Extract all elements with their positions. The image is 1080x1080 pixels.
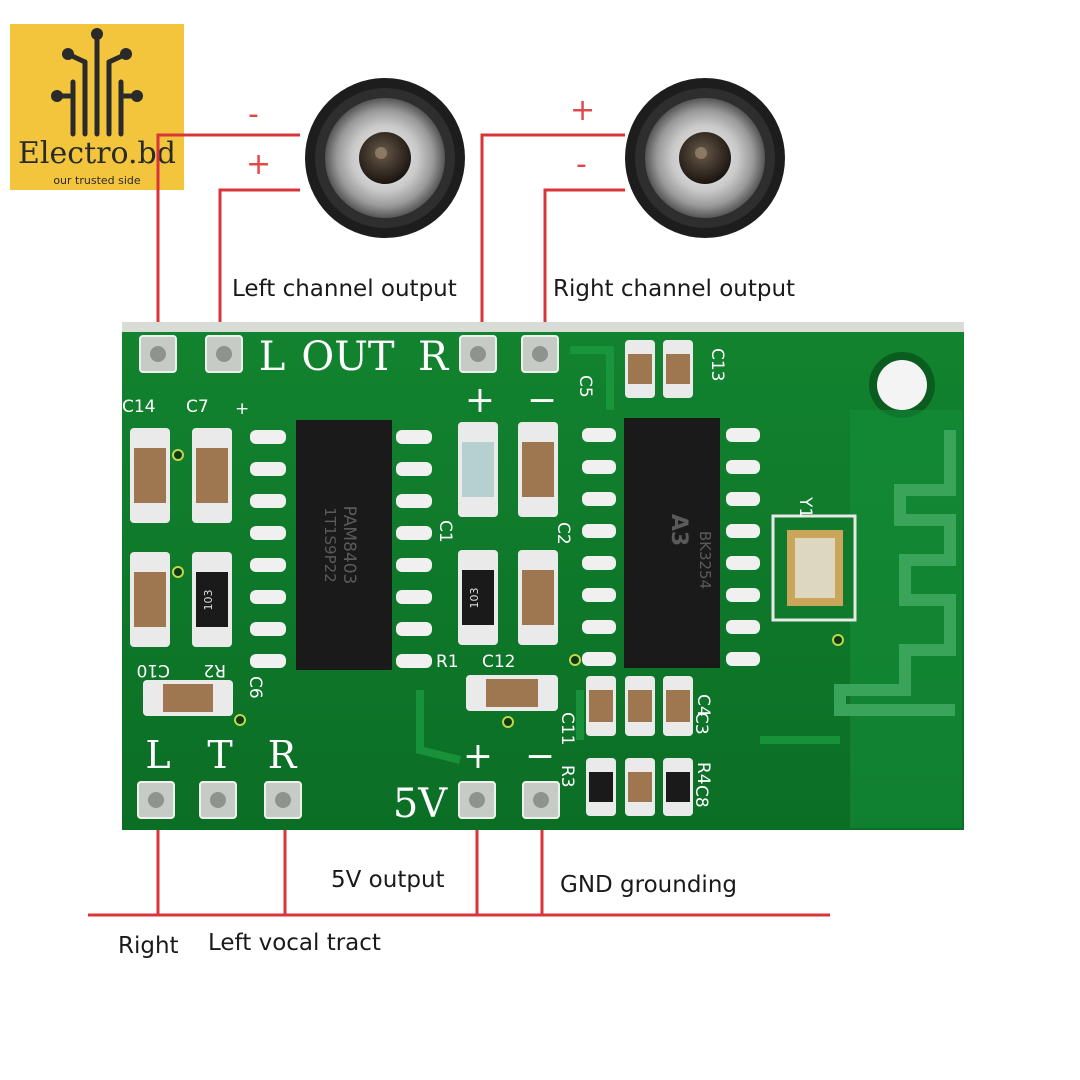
ref-c7-plus: + bbox=[235, 399, 249, 419]
antenna-trace bbox=[834, 430, 956, 716]
left-vocal-tract-label: Left vocal tract bbox=[208, 930, 381, 956]
ref-c2: C2 bbox=[553, 522, 573, 545]
circuit-tree-icon bbox=[51, 28, 143, 137]
silk-out-r: R bbox=[418, 334, 450, 380]
mounting-hole bbox=[877, 360, 927, 410]
ref-c8: C8 bbox=[691, 785, 711, 808]
silk-out-plus: + bbox=[465, 380, 495, 421]
ref-c5: C5 bbox=[575, 375, 595, 398]
silk-out-l: L bbox=[259, 334, 286, 380]
silk-power-minus: − bbox=[525, 736, 555, 777]
ref-c6: C6 bbox=[245, 676, 265, 699]
right-speaker-plus-sign: + bbox=[570, 93, 596, 128]
ref-c7: C7 bbox=[186, 397, 209, 417]
right-speaker-icon bbox=[625, 78, 785, 238]
resistor-marking: 103 bbox=[202, 590, 215, 611]
smd-components: 103 103 bbox=[130, 340, 693, 816]
ref-r2: R2 bbox=[203, 660, 226, 680]
silk-in-t: T bbox=[207, 733, 232, 777]
logo-tagline: our trusted side bbox=[53, 174, 141, 187]
right-input-label: Right bbox=[118, 933, 179, 959]
silk-out: OUT bbox=[301, 334, 395, 380]
five-v-output-label: 5V output bbox=[331, 867, 445, 893]
ref-r4: R4 bbox=[693, 762, 713, 785]
silk-out-minus: − bbox=[527, 380, 557, 421]
right-speaker-minus-sign: - bbox=[576, 147, 587, 182]
chip-left-line2: 1T1S9P22 bbox=[321, 507, 339, 582]
crystal-oscillator bbox=[771, 514, 857, 622]
ref-c11: C11 bbox=[557, 712, 577, 746]
gnd-grounding-label: GND grounding bbox=[560, 872, 737, 898]
silk-5v: 5V bbox=[393, 781, 448, 827]
silk-in-r: R bbox=[268, 733, 298, 777]
amplifier-chip: PAM8403 1T1S9P22 bbox=[250, 420, 432, 670]
chip-right-line2: BK3254 bbox=[696, 531, 714, 589]
ref-c13: C13 bbox=[707, 348, 727, 382]
left-speaker-icon bbox=[305, 78, 465, 238]
right-channel-output-label: Right channel output bbox=[553, 276, 796, 302]
ref-c1: C1 bbox=[435, 520, 455, 543]
ref-c4: C4 bbox=[693, 694, 713, 717]
ref-r3: R3 bbox=[557, 765, 577, 788]
left-speaker-minus-sign: - bbox=[248, 97, 259, 132]
logo-name: Electro.bd bbox=[18, 136, 176, 171]
ref-c3: C3 bbox=[691, 712, 711, 735]
ref-r1: R1 bbox=[436, 652, 459, 672]
chip-left-line1: PAM8403 bbox=[339, 506, 359, 585]
silk-in-l: L bbox=[145, 733, 170, 777]
left-speaker-plus-sign: + bbox=[246, 147, 272, 182]
pcb-board: PAM8403 1T1S9P22 A3 BK3254 bbox=[122, 322, 964, 830]
chip-right-line1: A3 bbox=[666, 514, 691, 546]
ref-c14: C14 bbox=[122, 397, 156, 417]
ref-c10: C10 bbox=[136, 660, 170, 680]
resistor-marking: 103 bbox=[468, 588, 481, 609]
logo: Electro.bd our trusted side bbox=[10, 24, 184, 190]
bluetooth-chip: A3 BK3254 bbox=[582, 418, 760, 668]
ref-c12: C12 bbox=[482, 652, 516, 672]
silk-power-plus: + bbox=[463, 736, 493, 777]
left-channel-output-label: Left channel output bbox=[232, 276, 457, 302]
ref-y1: Y1 bbox=[795, 496, 815, 518]
wires bbox=[88, 133, 830, 917]
